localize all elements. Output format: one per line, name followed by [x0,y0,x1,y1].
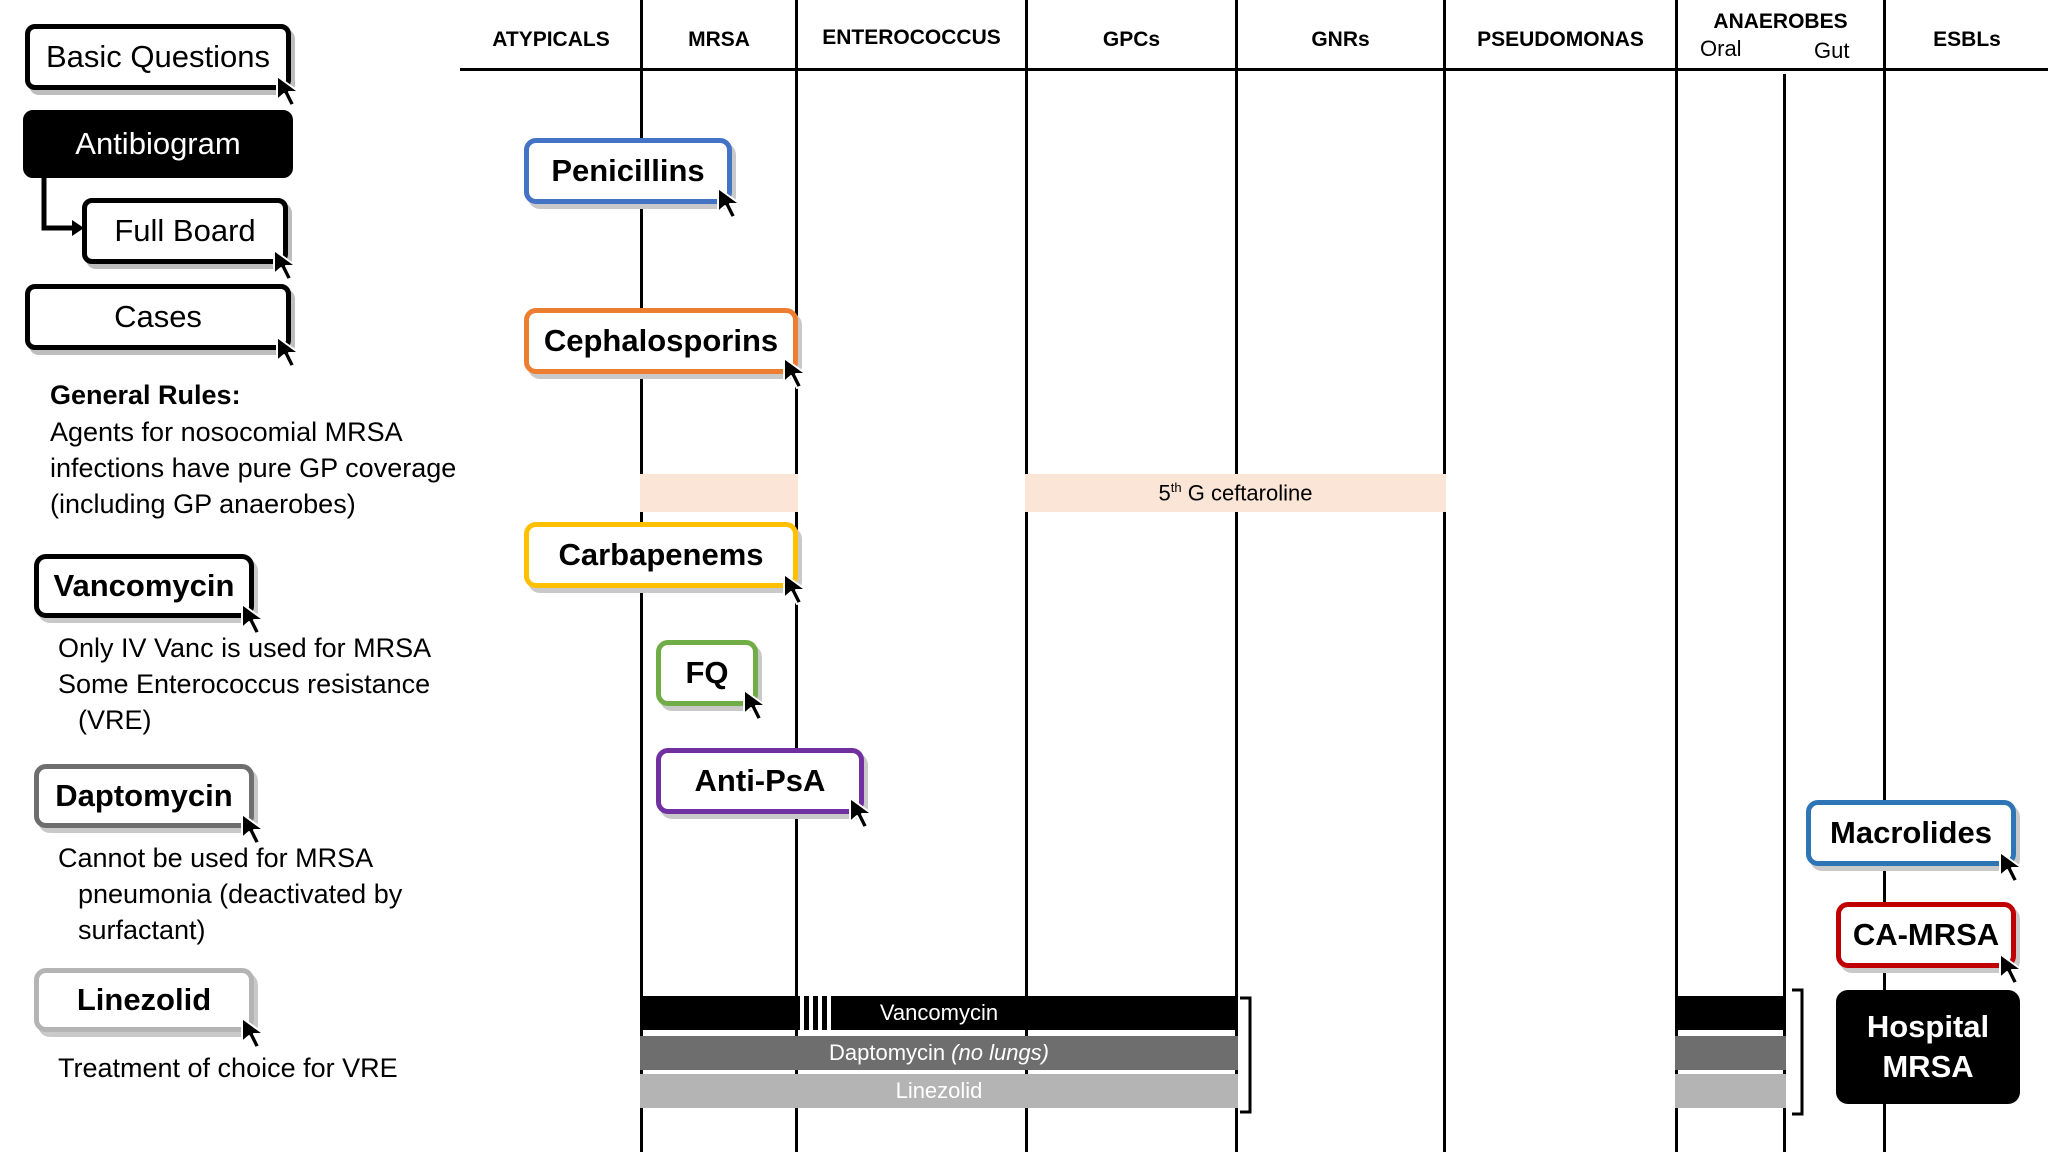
column-divider [1883,0,1886,1152]
ca-mrsa-button[interactable]: CA-MRSA [1836,902,2016,968]
ceftaroline-band: 5th G ceftaroline [1025,474,1446,512]
basic-questions-button[interactable]: Basic Questions [25,24,291,90]
column-subheader-oral: Oral [1700,36,1742,61]
vancomycin-button[interactable]: Vancomycin [34,554,254,618]
hospital-mrsa-button[interactable]: Hospital MRSA [1836,990,2020,1104]
cephalosporins-button[interactable]: Cephalosporins [524,308,798,374]
daptomycin-notes: Cannot be used for MRSA pneumonia (deact… [58,843,403,945]
linezolid-anaerobe-bar [1675,1074,1786,1108]
cursor-icon [716,186,750,220]
cursor-icon [240,1016,274,1050]
column-divider [1025,0,1028,1152]
ceftaroline-label: 5th G ceftaroline [1158,479,1313,506]
carbapenems-button[interactable]: Carbapenems [524,522,798,588]
header-rule [460,68,2048,71]
anti-psa-button[interactable]: Anti-PsA [656,748,864,814]
column-divider [1235,0,1238,1152]
full-board-button[interactable]: Full Board [82,198,288,264]
fq-button[interactable]: FQ [656,640,758,706]
column-divider [1675,0,1678,1152]
column-header-pseudomonas: PSEUDOMONAS [1477,28,1644,51]
linezolid-button[interactable]: Linezolid [34,968,254,1032]
vre-resistance-stripes [800,996,834,1030]
cursor-icon [1998,850,2032,884]
linezolid-coverage-bar: Linezolid [640,1074,1238,1108]
cursor-icon [275,335,309,369]
general-rules-text: Agents for nosocomial MRSA infections ha… [50,417,457,519]
column-header-enterococcus: ENTEROCOCCUS [822,26,1001,49]
vancomycin-coverage-bar: Vancomycin [640,996,1238,1030]
antibiogram-label: Antibiogram [75,126,241,161]
cursor-icon [275,74,309,108]
column-header-gpcs: GPCs [1102,28,1161,51]
column-header-anaerobes: ANAEROBES [1713,10,1848,33]
macrolides-button[interactable]: Macrolides [1806,800,2016,866]
column-header-esbls: ESBLs [1933,28,2001,51]
column-header-atypicals: ATYPICALS [492,28,610,51]
cursor-icon [272,248,306,282]
basic-questions-label: Basic Questions [46,39,270,74]
column-divider [1783,74,1786,1152]
antibiogram-button[interactable]: Antibiogram [23,110,293,178]
column-header-gnrs: GNRs [1311,28,1370,51]
column-divider [1443,0,1446,1152]
cursor-icon [742,688,776,722]
cursor-icon [782,572,816,606]
general-rules-title: General Rules: [50,380,241,410]
bracket-icon [1792,988,1804,1116]
daptomycin-anaerobe-bar [1675,1036,1786,1070]
column-header-mrsa: MRSA [688,28,750,51]
column-subheader-gut: Gut [1814,38,1850,63]
cases-button[interactable]: Cases [25,284,291,350]
cases-label: Cases [114,299,202,334]
cursor-icon [782,356,816,390]
cursor-icon [848,796,882,830]
ceftaroline-band-mrsa [640,474,798,512]
daptomycin-button[interactable]: Daptomycin [34,764,254,828]
cursor-icon [1998,952,2032,986]
linezolid-notes: Treatment of choice for VRE [58,1053,398,1083]
daptomycin-coverage-bar: Daptomycin (no lungs) [640,1036,1238,1070]
vancomycin-notes: Only IV Vanc is used for MRSA Some Enter… [58,633,432,735]
penicillins-button[interactable]: Penicillins [524,138,732,204]
connector-arrow-icon [41,176,84,236]
full-board-label: Full Board [114,213,256,248]
vancomycin-anaerobe-bar [1675,996,1786,1030]
bracket-icon [1240,996,1252,1114]
